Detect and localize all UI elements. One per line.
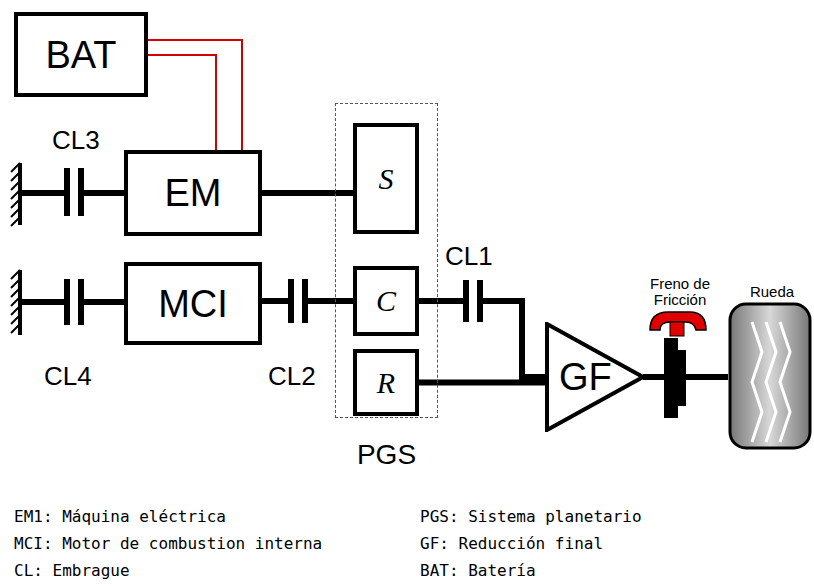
legend-text: MCI: Motor de combustion interna: [14, 535, 322, 553]
clutch-label: CL4: [44, 362, 92, 392]
tread: [780, 322, 790, 442]
tyre: [730, 304, 810, 448]
node-label: PGS: [357, 441, 416, 469]
sun-gear-box: S: [353, 123, 419, 234]
node-label: R: [377, 368, 395, 398]
legend-text: GF: Reducción final: [420, 535, 603, 553]
node-label: C: [376, 286, 396, 316]
carrier-box: C: [353, 266, 419, 336]
ring-gear-box: R: [353, 349, 419, 416]
clutch: [288, 279, 308, 323]
clutch-label: CL3: [52, 126, 100, 156]
shaft-connector: [419, 380, 547, 386]
wheel-drawing: [728, 282, 812, 450]
battery-box: BAT: [14, 12, 148, 97]
planetary-set-group: PGSSCR: [335, 103, 438, 418]
node-label: BAT: [45, 36, 116, 74]
battery-wire: [148, 55, 216, 150]
ground-clutch: [11, 270, 124, 335]
final-drive-triangle: GF: [545, 322, 645, 432]
shaft-connector: [148, 40, 242, 150]
node-label: S: [379, 164, 394, 194]
shaft-connector: [262, 190, 353, 196]
legend-text: BAT: Batería: [420, 562, 536, 580]
legend-text: EM1: Máquina eléctrica: [14, 508, 226, 526]
clutch: [463, 280, 483, 322]
node-label: Rueda: [748, 284, 796, 299]
node-label: MCI: [158, 285, 228, 323]
legend-text: CL: Embrague: [14, 562, 130, 580]
triangle-outline: [547, 324, 643, 430]
clutch-label: CL2: [268, 362, 316, 392]
ground-clutch: [11, 163, 124, 226]
electric-machine-box: EM: [124, 150, 262, 236]
clutch-label: CL1: [445, 242, 493, 272]
wheel: Rueda: [728, 282, 812, 450]
friction-brake: [650, 312, 706, 418]
node-label: EM: [165, 174, 222, 212]
legend-text: PGS: Sistema planetario: [420, 508, 642, 526]
tread: [752, 322, 762, 442]
tread: [766, 322, 776, 442]
combustion-engine-box: MCI: [124, 262, 262, 345]
brake-label: Freno de Fricción: [638, 276, 722, 308]
node-label: GF: [559, 358, 612, 396]
